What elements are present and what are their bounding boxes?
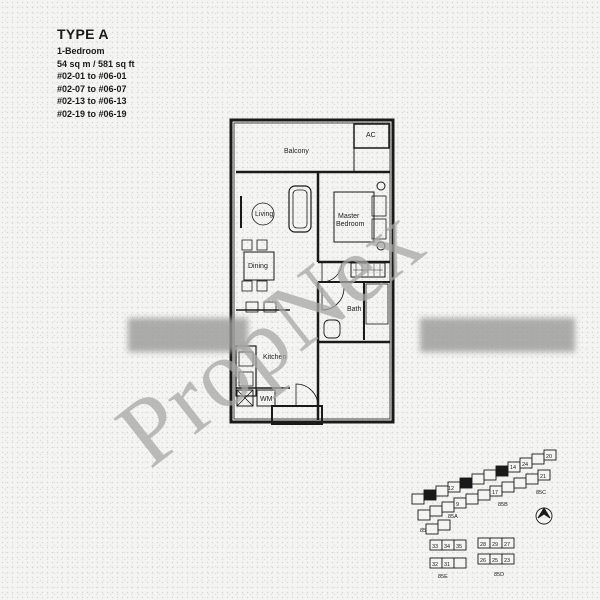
- unit-area: 54 sq m / 581 sq ft: [57, 58, 135, 69]
- redaction-band-right: [420, 318, 575, 352]
- label-living: Living: [255, 211, 273, 218]
- site-unit-label: 28: [480, 542, 486, 548]
- redaction-band-left: [128, 318, 248, 352]
- site-block-label: 85B: [498, 502, 508, 508]
- site-unit-label: 33: [432, 544, 438, 550]
- unit-stack-1: #02-01 to #06-01: [57, 71, 127, 81]
- label-balcony: Balcony: [284, 148, 309, 155]
- unit-bedrooms: 1-Bedroom: [57, 46, 105, 56]
- site-unit-label: 25: [492, 558, 498, 564]
- site-key-plan: [411, 449, 557, 569]
- site-unit-label: 27: [504, 542, 510, 548]
- ac-ledge: [353, 123, 390, 149]
- site-block-label: 85C: [536, 490, 546, 496]
- site-unit-label: 34: [444, 544, 450, 550]
- label-bedroom: Bedroom: [336, 221, 365, 228]
- site-unit-label: 20: [546, 454, 552, 460]
- site-unit-label: 21: [540, 474, 546, 480]
- site-block-label: 85E: [438, 574, 448, 580]
- unit-type: TYPE A: [57, 26, 109, 42]
- unit-info: TYPE A 1-Bedroom 54 sq m / 581 sq ft #02…: [57, 26, 207, 120]
- site-unit-label: 35: [456, 544, 462, 550]
- outer-wall: [229, 118, 395, 424]
- site-unit-label: 23: [504, 558, 510, 564]
- site-unit-label: 29: [492, 542, 498, 548]
- site-unit-label: 9: [456, 502, 459, 508]
- label-kitchen: Kitchen: [263, 354, 286, 361]
- site-unit-label: 31: [444, 562, 450, 568]
- site-unit-label: 26: [480, 558, 486, 564]
- site-unit-label: 12: [448, 486, 454, 492]
- label-dining: Dining: [248, 263, 268, 270]
- label-bath: Bath: [347, 306, 362, 313]
- site-unit-label: 14: [510, 465, 516, 471]
- unit-stack-4: #02-19 to #06-19: [57, 108, 127, 119]
- site-block-label: 85: [420, 528, 426, 534]
- unit-stack-3: #02-13 to #06-13: [57, 96, 127, 106]
- label-master: Master: [338, 213, 360, 220]
- site-unit-label: 32: [432, 562, 438, 568]
- site-block-label: 85A: [448, 514, 458, 520]
- label-wm: WM: [260, 396, 273, 403]
- site-block-label: 85D: [494, 572, 504, 578]
- unit-stack-2: #02-07 to #06-07: [57, 83, 127, 94]
- site-unit-label: 24: [522, 462, 528, 468]
- site-unit-label: 17: [492, 490, 498, 496]
- label-ac: AC: [366, 132, 376, 139]
